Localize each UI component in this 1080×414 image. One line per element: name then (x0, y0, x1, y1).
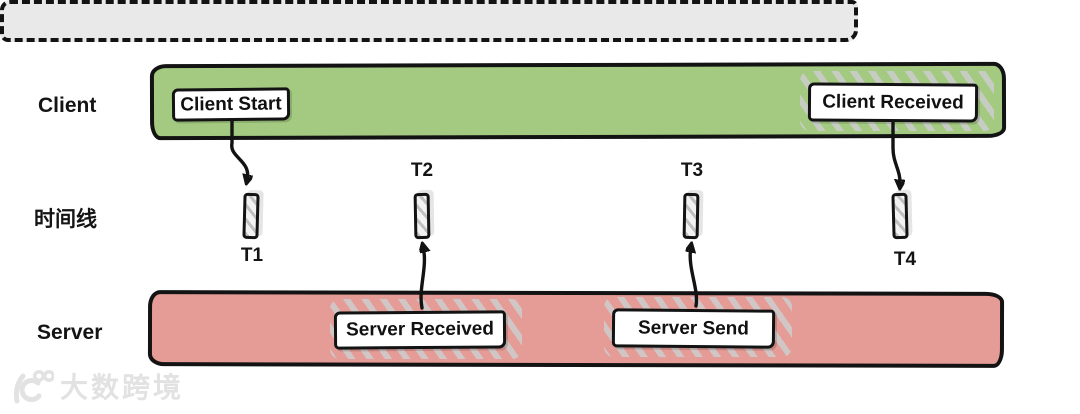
watermark-text: 大数跨境 (60, 372, 185, 403)
dashu-kuajing-logo-icon (8, 369, 56, 407)
node-server-send: Server Send (611, 308, 776, 349)
lane-label-server: Server (37, 321, 103, 344)
node-client-received: Client Received (807, 82, 979, 123)
tick-label-t4: T4 (893, 249, 917, 270)
lane-label-client: Client (38, 94, 97, 117)
tick-mark-t4 (891, 192, 909, 240)
node-client-start: Client Start (171, 87, 291, 122)
tick-mark-t1 (242, 192, 260, 240)
tick-mark-t2 (413, 192, 431, 240)
tick-mark-t3 (682, 192, 700, 240)
lane-label-timeline: 时间线 (34, 208, 97, 231)
timeline-bar (0, 0, 858, 42)
tick-label-t3: T3 (680, 160, 704, 181)
server-lane-bar (147, 290, 1005, 368)
tick-label-t2: T2 (410, 160, 434, 181)
node-server-received: Server Received (333, 310, 507, 350)
watermark: 大数跨境 (8, 369, 184, 407)
tick-label-t1: T1 (240, 245, 264, 266)
